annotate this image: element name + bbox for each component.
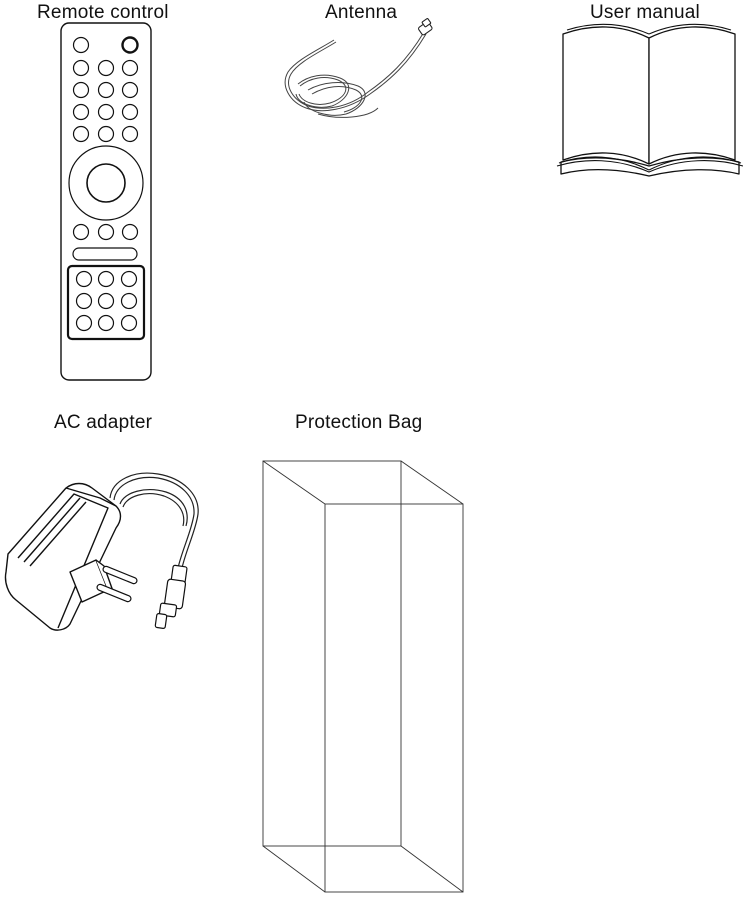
user-manual-label: User manual: [590, 2, 700, 23]
remote-control-label: Remote control: [37, 2, 169, 23]
antenna-label: Antenna: [325, 2, 398, 23]
open-book-icon: [555, 20, 743, 180]
ac-adapter-label: AC adapter: [54, 412, 153, 433]
protection-bag-box-icon: [260, 442, 470, 897]
ac-adapter-icon: [0, 462, 215, 642]
protection-bag-label: Protection Bag: [295, 412, 423, 433]
antenna-cable-icon: [278, 18, 448, 130]
remote-control-icon: [55, 20, 165, 385]
